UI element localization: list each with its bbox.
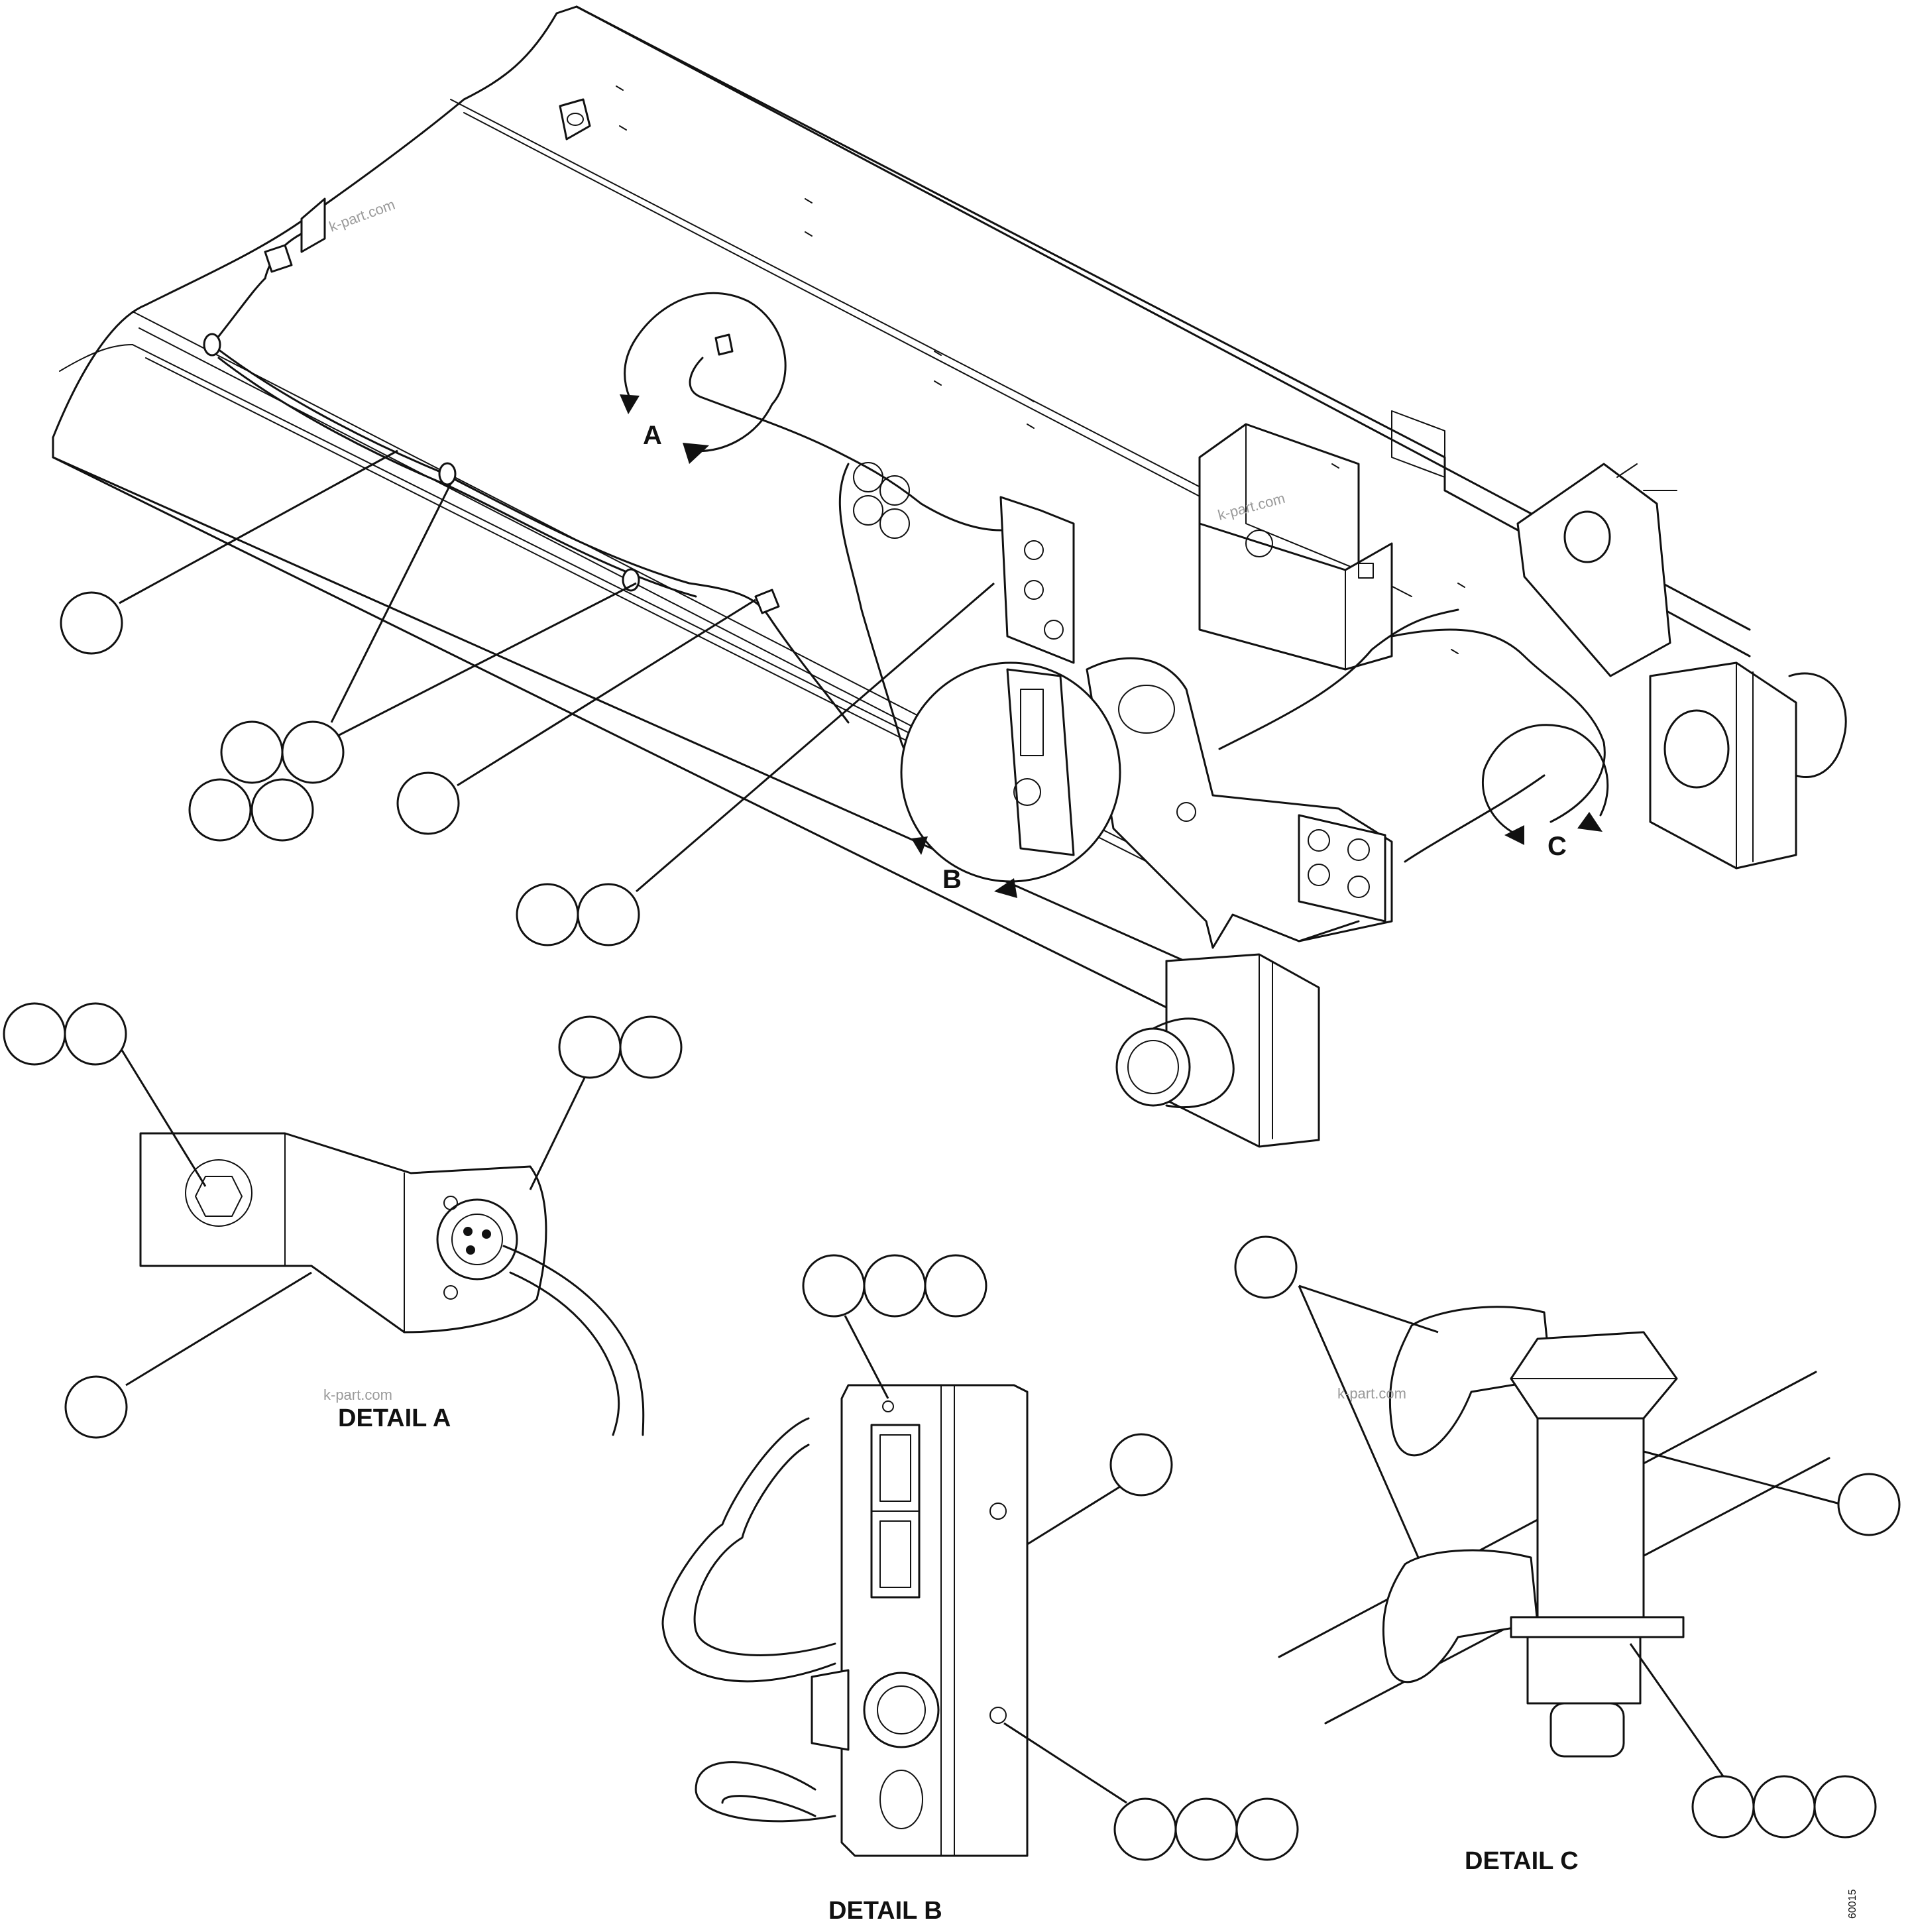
view-label-c: C xyxy=(1547,832,1567,861)
callout-balloon xyxy=(516,883,579,946)
callout-balloon xyxy=(396,771,460,835)
callout-balloon xyxy=(1752,1775,1816,1839)
callout-balloon xyxy=(802,1254,866,1318)
detail-c-title: DETAIL C xyxy=(1465,1847,1579,1875)
view-c-arrow-left xyxy=(1504,825,1524,845)
connector-plugs xyxy=(853,462,910,539)
callout-balloon xyxy=(64,1375,128,1439)
watermark: k-part.com xyxy=(1337,1385,1406,1402)
callout-balloon xyxy=(1234,1235,1298,1299)
detail-b-title: DETAIL B xyxy=(828,1897,942,1925)
view-a-arrow-left xyxy=(683,443,709,464)
callout-balloon xyxy=(1174,1797,1238,1861)
view-b-arrow-left xyxy=(994,878,1017,898)
view-label-b: B xyxy=(942,865,962,894)
callout-balloon xyxy=(3,1002,66,1066)
detail-b: DETAIL B xyxy=(661,1254,1299,1925)
callout-balloon xyxy=(220,720,284,784)
callout-balloon xyxy=(924,1254,987,1318)
callout-balloon xyxy=(1813,1775,1877,1839)
watermark: k-part.com xyxy=(327,196,397,235)
watermark: k-part.com xyxy=(323,1387,392,1403)
callout-balloon xyxy=(188,778,252,842)
view-c-arrow-down xyxy=(1577,812,1603,832)
view-label-a: A xyxy=(643,421,662,450)
callout-balloon xyxy=(863,1254,927,1318)
detail-a-title: DETAIL A xyxy=(338,1404,451,1432)
callout-balloon xyxy=(577,883,640,946)
detail-c: k-part.com DETAIL C xyxy=(1234,1235,1901,1875)
callout-balloon xyxy=(1235,1797,1299,1861)
view-indicator-a: A xyxy=(620,292,787,464)
frame-assembly xyxy=(52,5,1847,1148)
view-a-arrow-down xyxy=(620,394,640,414)
callout-balloon xyxy=(281,720,345,784)
callout-balloon xyxy=(558,1015,622,1079)
callout-balloon xyxy=(1113,1797,1177,1861)
callout-balloon xyxy=(619,1015,683,1079)
callout-balloon xyxy=(1109,1433,1173,1497)
view-b-arrow-down xyxy=(911,836,928,855)
callout-balloon xyxy=(1691,1775,1755,1839)
callout-balloon xyxy=(60,591,123,655)
callout-balloon xyxy=(1837,1473,1901,1536)
drawing-code: 60015 xyxy=(1847,1889,1858,1919)
callout-balloon xyxy=(251,778,314,842)
view-indicator-b: B xyxy=(900,661,1121,898)
callout-balloon xyxy=(64,1002,127,1066)
view-indicator-c: C xyxy=(1481,724,1609,861)
main-callouts xyxy=(60,449,995,946)
detail-a: k-part.com DETAIL A xyxy=(3,1002,683,1439)
